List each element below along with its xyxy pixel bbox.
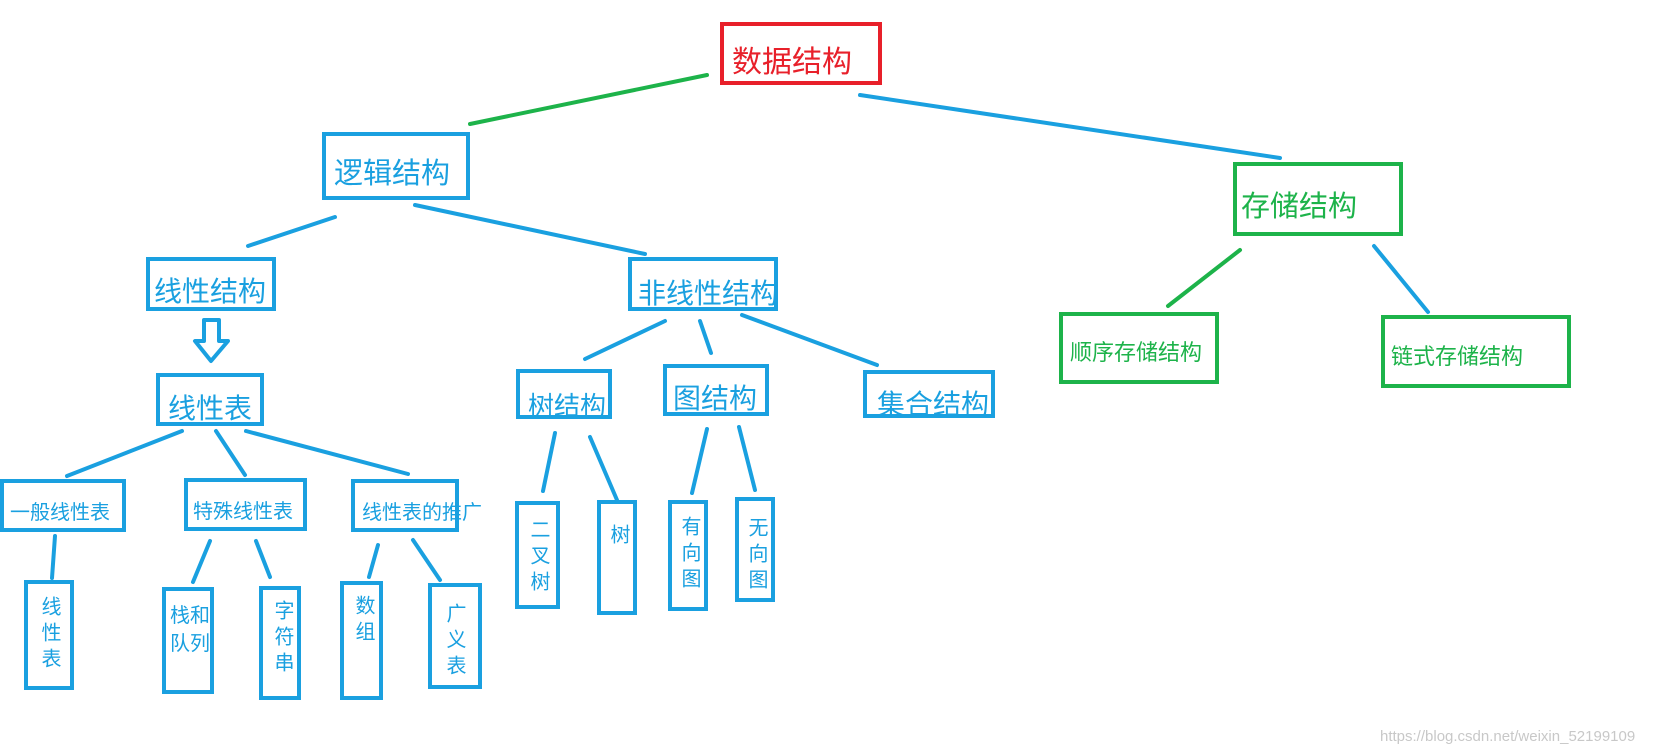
node-generalized-linear-list: 线性表的推广	[351, 479, 482, 532]
node-set-structure-label: 集合结构	[877, 388, 990, 421]
node-linear-structure-label: 线性结构	[154, 275, 267, 308]
node-stack-queue-label: 栈和队列	[170, 603, 210, 655]
node-set-structure: 集合结构	[863, 370, 995, 421]
node-generalized-linear-list-label: 线性表的推广	[362, 500, 482, 524]
node-linked-storage-label: 链式存储结构	[1391, 345, 1524, 370]
node-generalized-list: 广义表	[428, 583, 482, 689]
down-arrow-icon	[193, 318, 230, 363]
edge-logical-nonlinear	[413, 203, 647, 256]
node-binary-tree-label: 二叉树	[527, 519, 551, 597]
node-undirected-graph: 无向图	[735, 497, 775, 602]
node-root: 数据结构	[720, 22, 882, 85]
node-storage: 存储结构	[1233, 162, 1403, 236]
node-leaf-linear-list-label: 线性表	[38, 596, 62, 674]
node-string-label: 字符串	[271, 600, 295, 678]
edge-storage-linked	[1372, 244, 1430, 314]
edge-storage-sequential	[1166, 248, 1242, 308]
node-linked-storage: 链式存储结构	[1381, 315, 1571, 388]
node-binary-tree: 二叉树	[515, 501, 560, 609]
edge-list-special	[214, 429, 247, 477]
edge-list-general	[65, 429, 184, 478]
node-directed-graph: 有向图	[668, 500, 708, 611]
node-special-linear-list: 特殊线性表	[184, 478, 307, 531]
edge-generalized-array	[367, 543, 380, 579]
edge-list-generalized	[244, 429, 410, 476]
edge-root-logical	[468, 73, 709, 126]
edge-nonlinear-graph	[698, 319, 713, 355]
node-graph-structure-label: 图结构	[673, 382, 758, 415]
node-linear-list-label: 线性表	[168, 392, 253, 425]
node-array-label: 数组	[352, 595, 376, 647]
node-tree-structure: 树结构	[516, 369, 612, 422]
node-logical: 逻辑结构	[322, 132, 470, 200]
edge-tree-binary	[541, 431, 557, 493]
edge-nonlinear-tree	[583, 319, 667, 361]
node-array: 数组	[340, 581, 383, 700]
node-tree-label: 树	[607, 524, 631, 550]
node-tree: 树	[597, 500, 637, 615]
edge-tree-tree	[588, 435, 619, 502]
node-sequential-storage: 顺序存储结构	[1059, 312, 1219, 384]
node-logical-label: 逻辑结构	[334, 156, 451, 190]
node-storage-label: 存储结构	[1241, 189, 1358, 223]
node-string: 字符串	[259, 586, 301, 700]
node-directed-graph-label: 有向图	[678, 516, 702, 594]
node-graph-structure: 图结构	[663, 364, 769, 416]
node-root-label: 数据结构	[732, 45, 852, 80]
node-nonlinear-structure: 非线性结构	[628, 257, 778, 311]
edge-special-string	[254, 539, 272, 579]
edge-graph-directed	[690, 427, 709, 495]
node-generalized-list-label: 广义表	[443, 603, 467, 681]
node-undirected-graph-label: 无向图	[745, 517, 769, 595]
edge-nonlinear-set	[740, 313, 879, 367]
node-linear-structure: 线性结构	[146, 257, 276, 311]
node-leaf-linear-list: 线性表	[24, 580, 74, 690]
edge-generalized-list	[411, 538, 442, 582]
edge-root-storage	[858, 93, 1282, 160]
node-general-linear-list: 一般线性表	[0, 479, 126, 532]
node-tree-structure-label: 树结构	[528, 392, 607, 422]
node-special-linear-list-label: 特殊线性表	[193, 499, 293, 523]
watermark: https://blog.csdn.net/weixin_52199109	[1380, 728, 1636, 745]
edge-general-leaf	[50, 534, 57, 580]
node-general-linear-list-label: 一般线性表	[10, 500, 110, 524]
edge-graph-undirected	[737, 425, 757, 492]
node-stack-queue: 栈和队列	[162, 587, 214, 694]
node-nonlinear-structure-label: 非线性结构	[638, 277, 779, 310]
node-sequential-storage-label: 顺序存储结构	[1070, 341, 1203, 366]
edge-logical-linear	[246, 215, 337, 248]
edge-special-stack	[191, 539, 212, 584]
node-linear-list: 线性表	[156, 373, 264, 426]
